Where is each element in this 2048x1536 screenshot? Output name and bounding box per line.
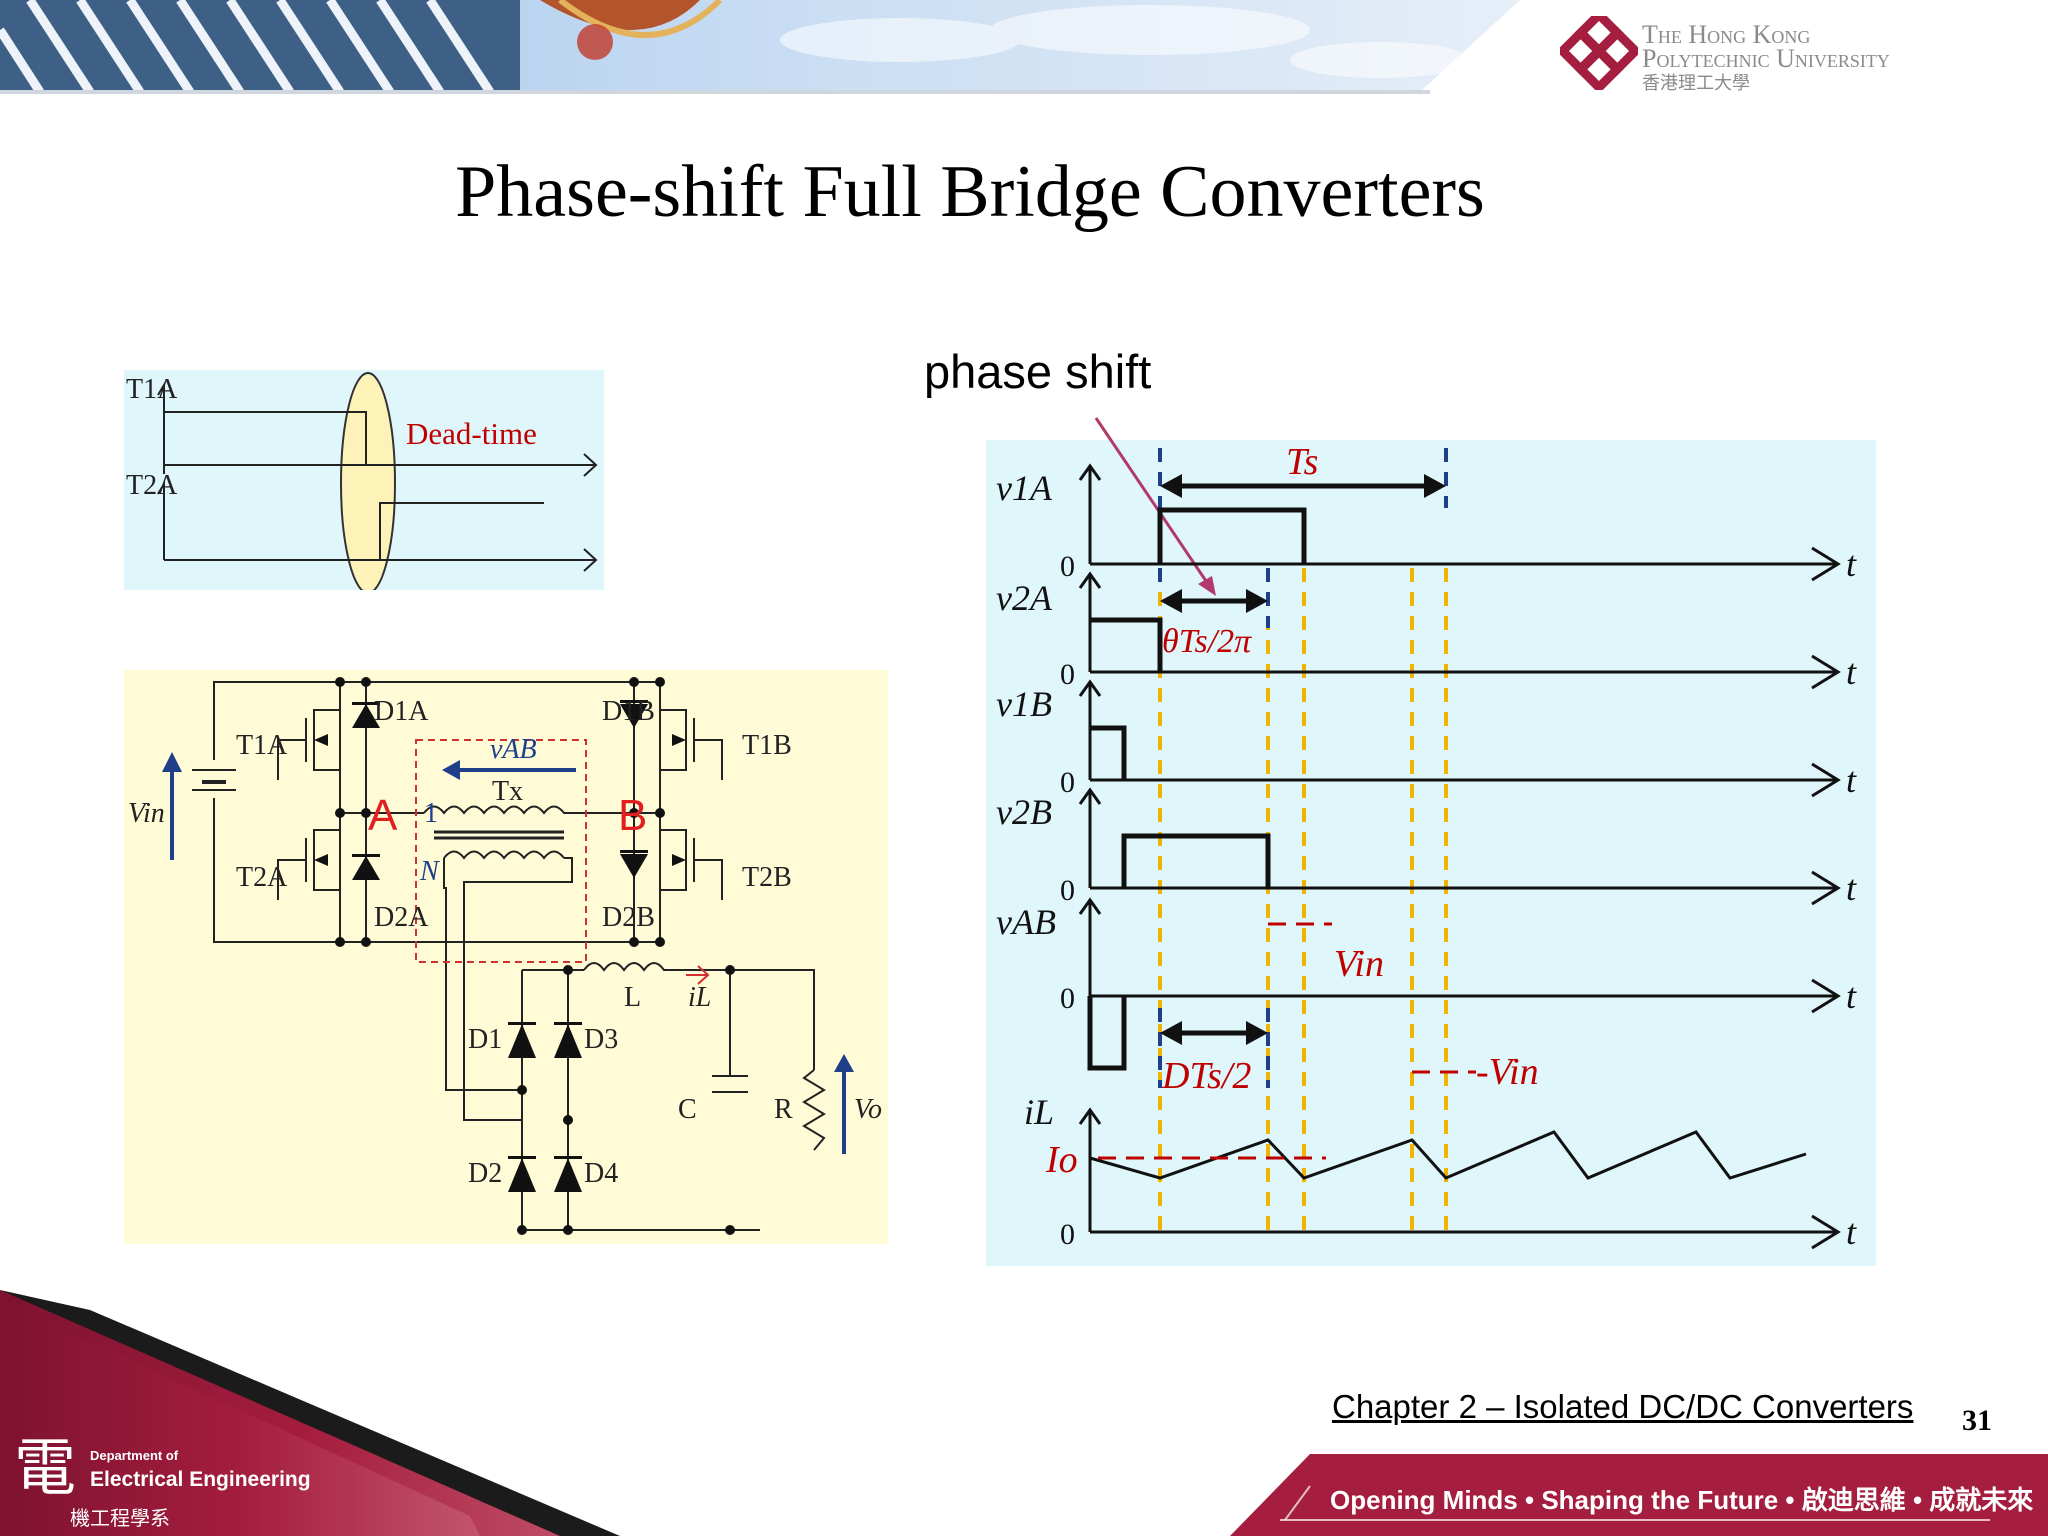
label-d1a: D1A	[374, 696, 429, 727]
dept-emblem-icon: 電	[14, 1434, 77, 1503]
phase-shift-label: phase shift	[924, 345, 1152, 398]
label-node-b: B	[618, 791, 647, 840]
time-label-1: t	[1846, 544, 1857, 584]
dept-name-label: Electrical Engineering	[90, 1468, 311, 1491]
circuit-panel	[124, 670, 888, 1244]
phase-shift-pointer	[1094, 417, 1210, 585]
label-capacitor: C	[678, 1094, 697, 1125]
zero-v1b: 0	[1060, 766, 1075, 799]
diode-d1a	[352, 704, 380, 728]
label-d1b: D1B	[602, 696, 655, 727]
dept-of-label: Department of	[90, 1448, 179, 1463]
label-v2a: v2A	[996, 578, 1053, 618]
label-t2a: T2A	[236, 862, 288, 893]
time-label-3: t	[1846, 760, 1857, 800]
label-node-a: A	[368, 791, 398, 840]
label-d2a: D2A	[374, 902, 429, 933]
transformer-box	[415, 739, 587, 963]
junction-dots	[335, 677, 735, 1235]
zero-v1a: 0	[1060, 550, 1075, 583]
diodes	[335, 677, 735, 1235]
label-resistor: R	[774, 1094, 793, 1125]
zero-vab: 0	[1060, 982, 1075, 1015]
label-duty: DTs/2	[1161, 1055, 1251, 1097]
label-io: Io	[1045, 1139, 1078, 1181]
label-t1b: T1B	[742, 730, 792, 761]
diode-d2	[508, 1158, 536, 1192]
label-t2b: T2B	[742, 862, 792, 893]
page-number: 31	[1962, 1404, 1992, 1437]
label-phase: θTs/2π	[1162, 623, 1252, 660]
wave-vab	[1087, 996, 1127, 1071]
university-name-line2: Polytechnic University	[1642, 44, 1890, 73]
slogan: Opening Minds • Shaping the Future • 啟迪思…	[1330, 1485, 2034, 1515]
label-v2b: v2B	[996, 792, 1052, 832]
building-photo	[0, 0, 723, 95]
label-vin: Vin	[1334, 943, 1384, 985]
circuit-wires	[192, 681, 826, 1231]
label-t1a: T1A	[236, 730, 288, 761]
time-label-5: t	[1846, 976, 1857, 1016]
slide-title: Phase-shift Full Bridge Converters	[455, 151, 1485, 233]
deadtime-diagram: T1A T2A Dead-time	[124, 370, 604, 590]
label-v1b: v1B	[996, 684, 1052, 724]
wave-v1a	[1157, 507, 1307, 564]
wave-v2b	[1121, 833, 1271, 888]
wave-v1b	[1090, 725, 1127, 780]
time-label-6: t	[1846, 1212, 1857, 1252]
deadtime-t1a-label: T1A	[126, 374, 178, 405]
university-name-chinese: 香港理工大學	[1642, 73, 1750, 93]
deadtime-annotation: Dead-time	[406, 416, 537, 451]
label-turns-primary: 1	[424, 798, 438, 829]
university-name-line1: The Hong Kong	[1642, 20, 1811, 49]
time-label-2: t	[1846, 652, 1857, 692]
waveform-panel	[986, 440, 1876, 1266]
header-banner	[0, 0, 1520, 95]
footer-decoration	[0, 1290, 2048, 1536]
label-v1a: v1A	[996, 468, 1053, 508]
label-inductor: L	[624, 982, 641, 1013]
label-tx: Tx	[492, 776, 523, 807]
label-vin: Vin	[128, 798, 165, 829]
label-turns-secondary: N	[419, 856, 440, 887]
label-vo: Vo	[854, 1094, 882, 1125]
label-d3: D3	[584, 1024, 618, 1055]
label-il: iL	[688, 982, 711, 1013]
label-vab: vAB	[490, 734, 537, 765]
label-neg-vin: -Vin	[1476, 1051, 1539, 1093]
label-period: Ts	[1286, 441, 1318, 483]
full-bridge-circuit: D1A D2A D1B D2B T1A T2A T1B T2B Vin vAB …	[124, 670, 888, 1244]
label-vab: vAB	[996, 902, 1056, 942]
diode-d1	[508, 1024, 536, 1058]
zero-il: 0	[1060, 1218, 1075, 1251]
label-d2: D2	[468, 1158, 502, 1189]
wave-il	[1089, 1130, 1807, 1180]
zero-v2a: 0	[1060, 658, 1075, 691]
zero-v2b: 0	[1060, 874, 1075, 907]
chapter-link[interactable]: Chapter 2 – Isolated DC/DC Converters	[1332, 1388, 1914, 1425]
polyu-emblem-icon	[1560, 16, 1638, 90]
diode-d2a	[352, 856, 380, 880]
label-d2b: D2B	[602, 902, 655, 933]
deadtime-ellipse	[340, 372, 396, 590]
label-d1: D1	[468, 1024, 502, 1055]
diode-d1b	[620, 704, 648, 728]
waveform-diagram: v1A v2A v1B v2B vAB iL 0 0 0 0 0 0 t t t…	[986, 417, 1876, 1266]
diode-d2b	[620, 854, 648, 878]
time-label-4: t	[1846, 868, 1857, 908]
diode-d3	[554, 1024, 582, 1058]
diode-d4	[554, 1158, 582, 1192]
dept-chinese-label: 機工程學系	[70, 1508, 170, 1530]
wave-v2a	[1090, 617, 1163, 672]
label-d4: D4	[584, 1158, 618, 1189]
university-logo: The Hong Kong Polytechnic University 香港理…	[1560, 16, 1960, 96]
deadtime-t2a-label: T2A	[126, 470, 178, 501]
label-il: iL	[1024, 1092, 1054, 1132]
